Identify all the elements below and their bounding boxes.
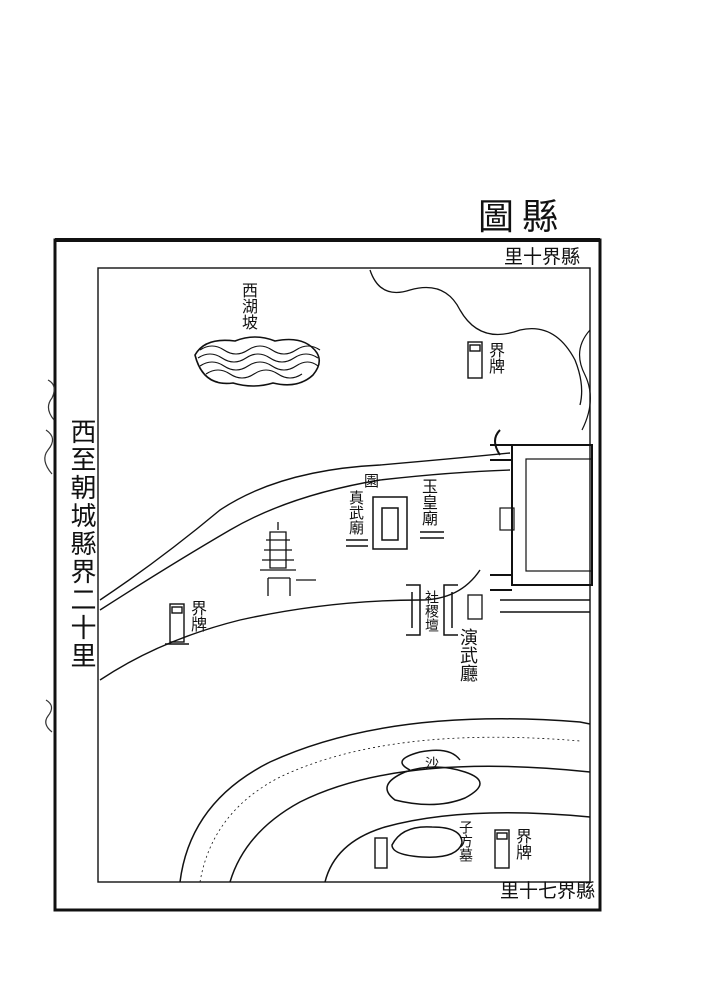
label-sha: 沙 [423,756,439,770]
south-river [179,718,591,883]
label-yuhuang-miao: 玉皇廟 [419,478,438,526]
county-wall [490,429,593,613]
xihu-po-lake [194,336,321,387]
east-river-bank [579,329,591,431]
label-jiebei-se: 界牌 [513,828,532,860]
label-yuan: 園 [364,472,380,490]
border-west-label: 西至朝城縣界二十里 [66,418,96,670]
label-jiebei-ne: 界牌 [486,342,505,374]
pagoda-icon [260,522,316,596]
main-road [99,452,511,681]
altar-icon [406,584,458,636]
sheet-title: 縣圖 [478,197,567,238]
border-north-label: 縣界十里 [504,246,581,268]
label-jiebei-w: 界牌 [188,600,207,632]
label-zhenwu-miao: 真武廟 [347,490,365,535]
stele-w [165,603,189,645]
temple-compound [346,496,444,550]
hall-icon [467,594,483,620]
stele-s [374,837,388,869]
stele-se [494,829,510,869]
stele-ne [467,341,483,379]
label-she-ji-tan: 社稷壇 [423,590,439,632]
label-ting-wu: 演武廳 [457,628,478,682]
north-river [369,269,583,406]
label-xihu-po: 西湖坡 [239,282,258,330]
label-zi-fang-mu: 子方墓 [457,820,473,862]
map-frame [53,238,602,912]
adjacent-page-edge [44,379,55,733]
border-south-label: 縣界七十里 [500,880,596,902]
